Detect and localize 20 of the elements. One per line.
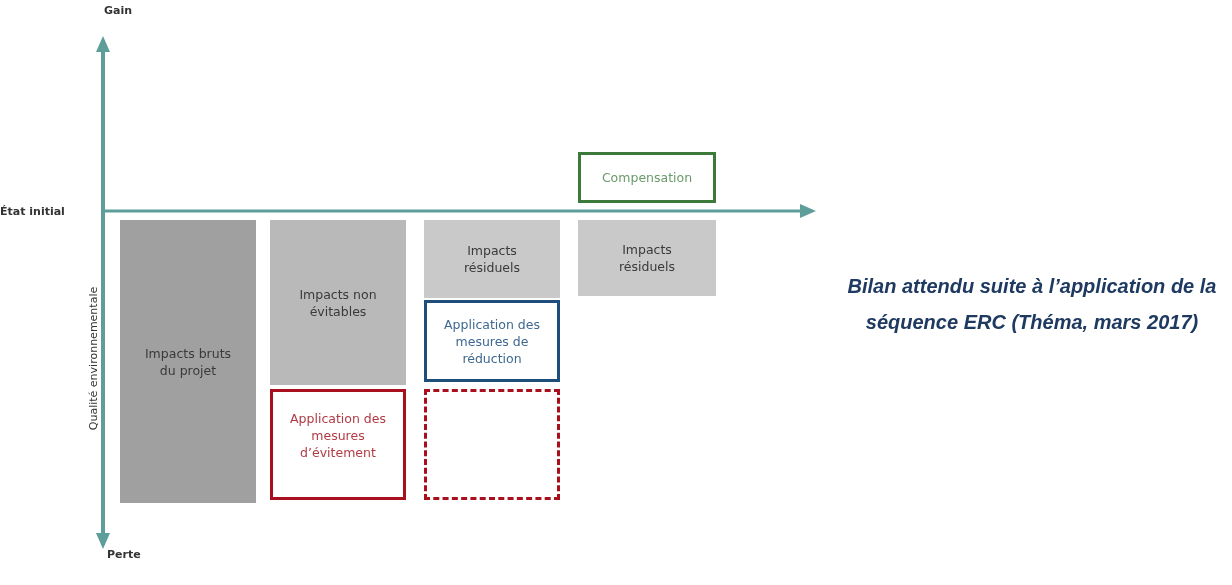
box-label: Application des mesures de réduction (443, 315, 541, 367)
axis-label: État initial (0, 205, 65, 218)
impact-bar (120, 220, 256, 503)
dashed-box (424, 389, 560, 500)
box-label: Impacts bruts du projet (143, 344, 233, 379)
box-label: Application des mesures d’évitement (289, 410, 387, 461)
axis-label: Perte (107, 548, 141, 561)
measure-box (578, 152, 716, 203)
impact-bar (424, 220, 560, 298)
box-label: Impacts résiduels (462, 242, 522, 276)
impact-bar (578, 220, 716, 296)
box-label: Impacts résiduels (617, 241, 677, 275)
impact-bar (270, 220, 406, 385)
caption: Bilan attendu suite à l’application de la séquence ERC (Théma, mars 2017) (846, 274, 1218, 335)
measure-box (270, 389, 406, 500)
axis-label: Gain (104, 4, 133, 17)
box-label: Compensation (601, 169, 693, 186)
measure-box (424, 300, 560, 382)
axis-label: Qualité environnementale (87, 286, 101, 431)
box-label: Impacts non évitables (298, 285, 378, 320)
